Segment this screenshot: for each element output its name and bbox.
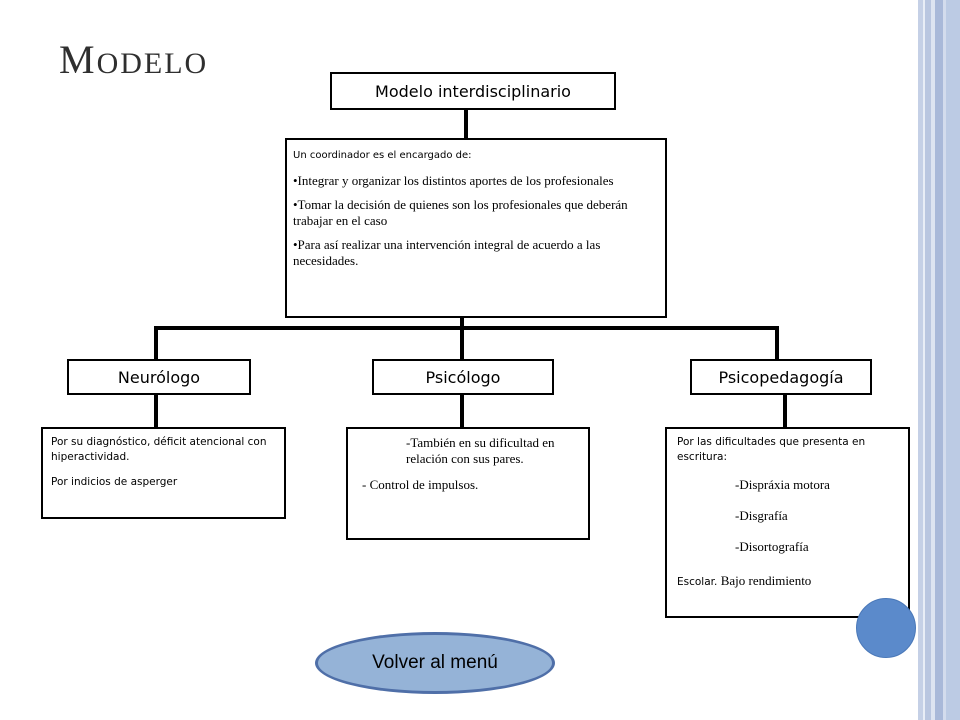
psicopedagogia-last-line: Escolar. Bajo rendimiento <box>677 570 902 590</box>
decor-stripe <box>943 0 946 720</box>
decor-stripe <box>946 0 960 720</box>
decor-stripe <box>918 0 923 720</box>
psicopedagogia-intro: Por las dificultades que presenta en esc… <box>677 436 866 463</box>
neurologo-detail-line: Por indicios de asperger <box>51 476 178 488</box>
slide-title-initial: M <box>59 37 97 82</box>
decor-stripe <box>931 0 935 720</box>
neurologo-label: Neurólogo <box>117 367 201 387</box>
psicologo-detail-line: - Control de impulsos. <box>362 477 479 492</box>
psicopedagogia-box: Psicopedagogía <box>690 359 872 395</box>
coordinator-bullet: •Tomar la decisión de quienes son los pr… <box>293 197 628 228</box>
slide-title-rest: ODELO <box>96 47 209 80</box>
psicologo-box: Psicólogo <box>372 359 554 395</box>
psicopedagogia-detail-box: Por las dificultades que presenta en esc… <box>665 427 910 618</box>
psicopedagogia-item: -Disgrafía <box>735 508 788 523</box>
psicopedagogia-last-text: Bajo rendimiento <box>720 573 812 588</box>
decor-stripe <box>935 0 943 720</box>
model-title-label: Modelo interdisciplinario <box>375 81 571 101</box>
coordinator-box: Un coordinador es el encargado de: •Inte… <box>285 138 667 318</box>
psicologo-label: Psicólogo <box>425 367 501 387</box>
model-title-box: Modelo interdisciplinario <box>330 72 616 110</box>
coordinator-bullet: •Integrar y organizar los distintos apor… <box>293 173 614 188</box>
psicopedagogia-last-prefix: Escolar. <box>677 576 721 588</box>
coordinator-intro: Un coordinador es el encargado de: <box>293 150 472 161</box>
decor-stripe <box>923 0 925 720</box>
decor-stripe <box>925 0 931 720</box>
back-to-menu-label: Volver al menú <box>372 652 498 673</box>
psicopedagogia-item: -Disortografía <box>735 539 809 554</box>
psicopedagogia-item: -Dispráxia motora <box>735 477 830 492</box>
neurologo-box: Neurólogo <box>67 359 251 395</box>
back-to-menu-button[interactable]: Volver al menú <box>315 632 555 694</box>
psicopedagogia-label: Psicopedagogía <box>718 367 844 387</box>
coordinator-bullet: •Para así realizar una intervención inte… <box>293 237 601 268</box>
psicologo-detail-line: -También en su dificultad en relación co… <box>406 435 555 466</box>
neurologo-detail-box: Por su diagnóstico, déficit atencional c… <box>41 427 286 519</box>
psicologo-detail-box: -También en su dificultad en relación co… <box>346 427 590 540</box>
decor-circle <box>856 598 916 658</box>
slide-title: MODELO <box>59 36 208 83</box>
neurologo-detail-line: Por su diagnóstico, déficit atencional c… <box>51 436 267 463</box>
